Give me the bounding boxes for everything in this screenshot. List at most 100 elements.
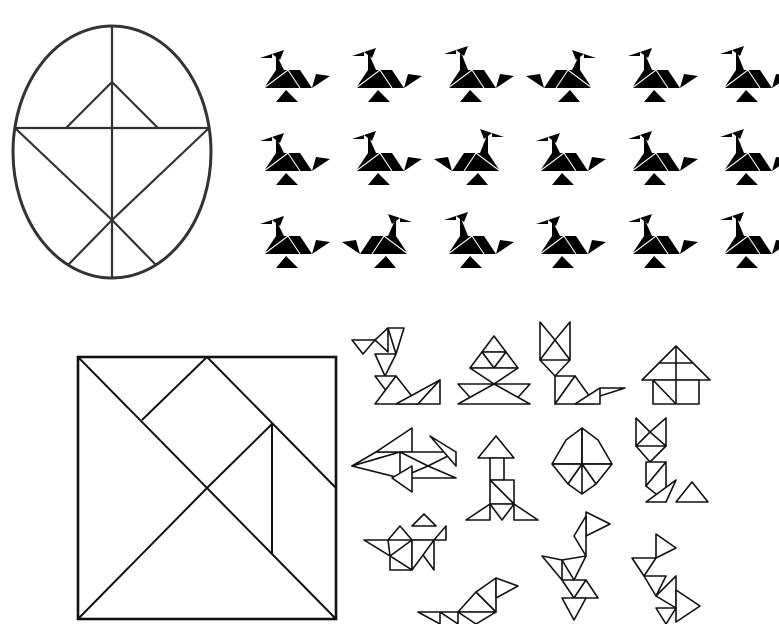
bird-silhouette <box>536 133 606 185</box>
bird-foot <box>736 90 758 102</box>
bird-tail <box>496 74 514 88</box>
bird-beak <box>628 135 640 139</box>
bird-tail <box>772 240 779 254</box>
bird-silhouette <box>526 50 596 102</box>
bird-tail <box>434 157 452 171</box>
bird-head <box>364 131 376 141</box>
bird-silhouette <box>260 216 330 268</box>
outline-fox <box>352 328 440 404</box>
bird-tail <box>342 240 360 254</box>
outline-moth <box>552 428 612 494</box>
bird-body <box>540 236 588 254</box>
square-small-diag <box>142 357 207 420</box>
bird-body <box>632 153 680 171</box>
bird-silhouette <box>444 212 514 268</box>
bird-foot <box>558 90 580 102</box>
bird-foot <box>552 173 574 185</box>
bird-silhouette <box>260 133 330 185</box>
bird-silhouette <box>352 131 422 185</box>
outline-cat-2 <box>364 514 446 570</box>
bird-body <box>544 70 592 88</box>
egg-leg-left <box>68 220 112 265</box>
outline-dog <box>418 578 518 624</box>
bird-silhouette <box>720 46 779 102</box>
bird-beak <box>536 220 548 224</box>
bird-silhouette <box>444 46 514 102</box>
bird-body <box>264 236 312 254</box>
bird-foot <box>276 173 298 185</box>
bird-silhouette <box>628 214 698 268</box>
bird-head <box>272 50 284 60</box>
bird-head <box>572 50 584 60</box>
bird-beak <box>628 218 640 222</box>
bird-head <box>732 46 744 56</box>
bird-silhouette <box>342 214 412 268</box>
egg-diag-left <box>15 128 112 220</box>
bird-head <box>456 46 468 56</box>
bird-silhouette <box>628 131 698 185</box>
egg-roof-right <box>112 82 158 128</box>
outline-figures <box>352 322 710 624</box>
bird-tail <box>588 157 606 171</box>
bird-head <box>548 133 560 143</box>
bird-foot <box>736 256 758 268</box>
bird-head <box>456 212 468 222</box>
bird-foot <box>460 256 482 268</box>
bird-tail <box>772 157 779 171</box>
bird-head <box>548 216 560 226</box>
square-tangram <box>78 357 336 619</box>
egg-diag-right <box>112 128 209 220</box>
bird-tail <box>312 74 330 88</box>
bird-body <box>264 153 312 171</box>
outline-rocket <box>466 436 538 520</box>
bird-silhouette <box>260 50 330 102</box>
bird-body <box>632 70 680 88</box>
bird-beak <box>720 50 732 54</box>
bird-foot <box>368 173 390 185</box>
bird-silhouette <box>536 216 606 268</box>
bird-beak <box>260 137 272 141</box>
outline-house <box>642 346 710 404</box>
bird-silhouettes-grid <box>260 46 779 268</box>
bird-body <box>632 236 680 254</box>
bird-head <box>272 216 284 226</box>
outline-swan <box>542 512 610 620</box>
egg-tangram <box>13 26 211 278</box>
bird-beak <box>584 54 596 58</box>
bird-silhouette <box>628 48 698 102</box>
bird-foot <box>276 90 298 102</box>
bird-tail <box>404 157 422 171</box>
square-inner-diag <box>207 424 272 488</box>
bird-foot <box>374 256 396 268</box>
bird-foot <box>644 90 666 102</box>
bird-foot <box>276 256 298 268</box>
bird-foot <box>460 90 482 102</box>
bird-beak <box>352 52 364 56</box>
bird-silhouette <box>434 129 504 185</box>
egg-roof-left <box>66 82 112 128</box>
outline-fish <box>352 428 456 492</box>
bird-silhouette <box>720 212 779 268</box>
bird-body <box>360 236 408 254</box>
bird-foot <box>368 90 390 102</box>
bird-tail <box>312 157 330 171</box>
bird-body <box>448 70 496 88</box>
bird-head <box>640 48 652 58</box>
bird-tail <box>526 74 544 88</box>
outline-triangle-tree <box>458 336 530 404</box>
bird-head <box>272 133 284 143</box>
bird-beak <box>444 50 456 54</box>
bird-head <box>640 214 652 224</box>
bird-body <box>724 236 772 254</box>
bird-beak <box>260 54 272 58</box>
square-half-diagonal <box>78 488 207 619</box>
bird-tail <box>588 240 606 254</box>
outline-bird-3 <box>632 534 700 624</box>
bird-head <box>364 48 376 58</box>
bird-foot <box>644 256 666 268</box>
bird-tail <box>680 157 698 171</box>
bird-body <box>724 70 772 88</box>
bird-tail <box>772 74 779 88</box>
bird-tail <box>404 74 422 88</box>
